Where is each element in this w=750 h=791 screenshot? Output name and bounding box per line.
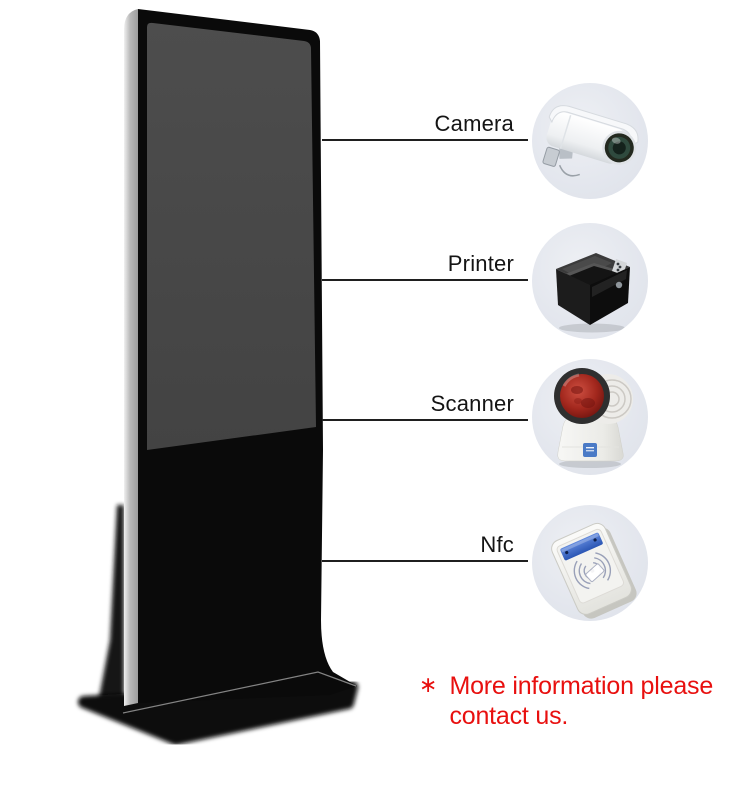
scanner-group bbox=[554, 368, 633, 468]
scanner-photo bbox=[532, 359, 648, 475]
callout-line-scanner bbox=[322, 419, 528, 421]
camera-group bbox=[542, 105, 639, 177]
printer-group bbox=[556, 253, 630, 333]
camera-photo bbox=[532, 83, 648, 199]
receipt-printer-icon bbox=[556, 253, 630, 333]
callout-line-camera bbox=[322, 139, 528, 141]
nfc-group bbox=[551, 522, 637, 619]
feature-label-nfc: Nfc bbox=[480, 532, 514, 557]
kiosk-silver-edge bbox=[124, 9, 138, 706]
contact-note-text: More information please contact us. bbox=[449, 671, 713, 731]
kiosk-screen bbox=[147, 22, 316, 450]
nfc-reader-icon bbox=[551, 522, 637, 619]
contact-note: ∗ More information please contact us. bbox=[419, 671, 713, 731]
kiosk-rear-foot bbox=[98, 505, 124, 703]
printer-photo bbox=[532, 223, 648, 339]
asterisk-marker: ∗ bbox=[419, 673, 438, 698]
barcode-scanner-icon bbox=[554, 368, 633, 468]
feature-label-scanner: Scanner bbox=[430, 391, 514, 416]
contact-note-line1: More information please bbox=[449, 672, 714, 700]
callout-line-printer bbox=[322, 279, 528, 281]
callout-line-nfc bbox=[322, 560, 528, 562]
feature-label-printer: Printer bbox=[447, 251, 514, 276]
feature-label-camera: Camera bbox=[434, 111, 514, 136]
cctv-camera-icon bbox=[542, 105, 639, 177]
contact-note-line2: contact us. bbox=[449, 702, 569, 730]
kiosk-base-highlight bbox=[122, 671, 357, 714]
nfc-photo bbox=[532, 505, 648, 621]
